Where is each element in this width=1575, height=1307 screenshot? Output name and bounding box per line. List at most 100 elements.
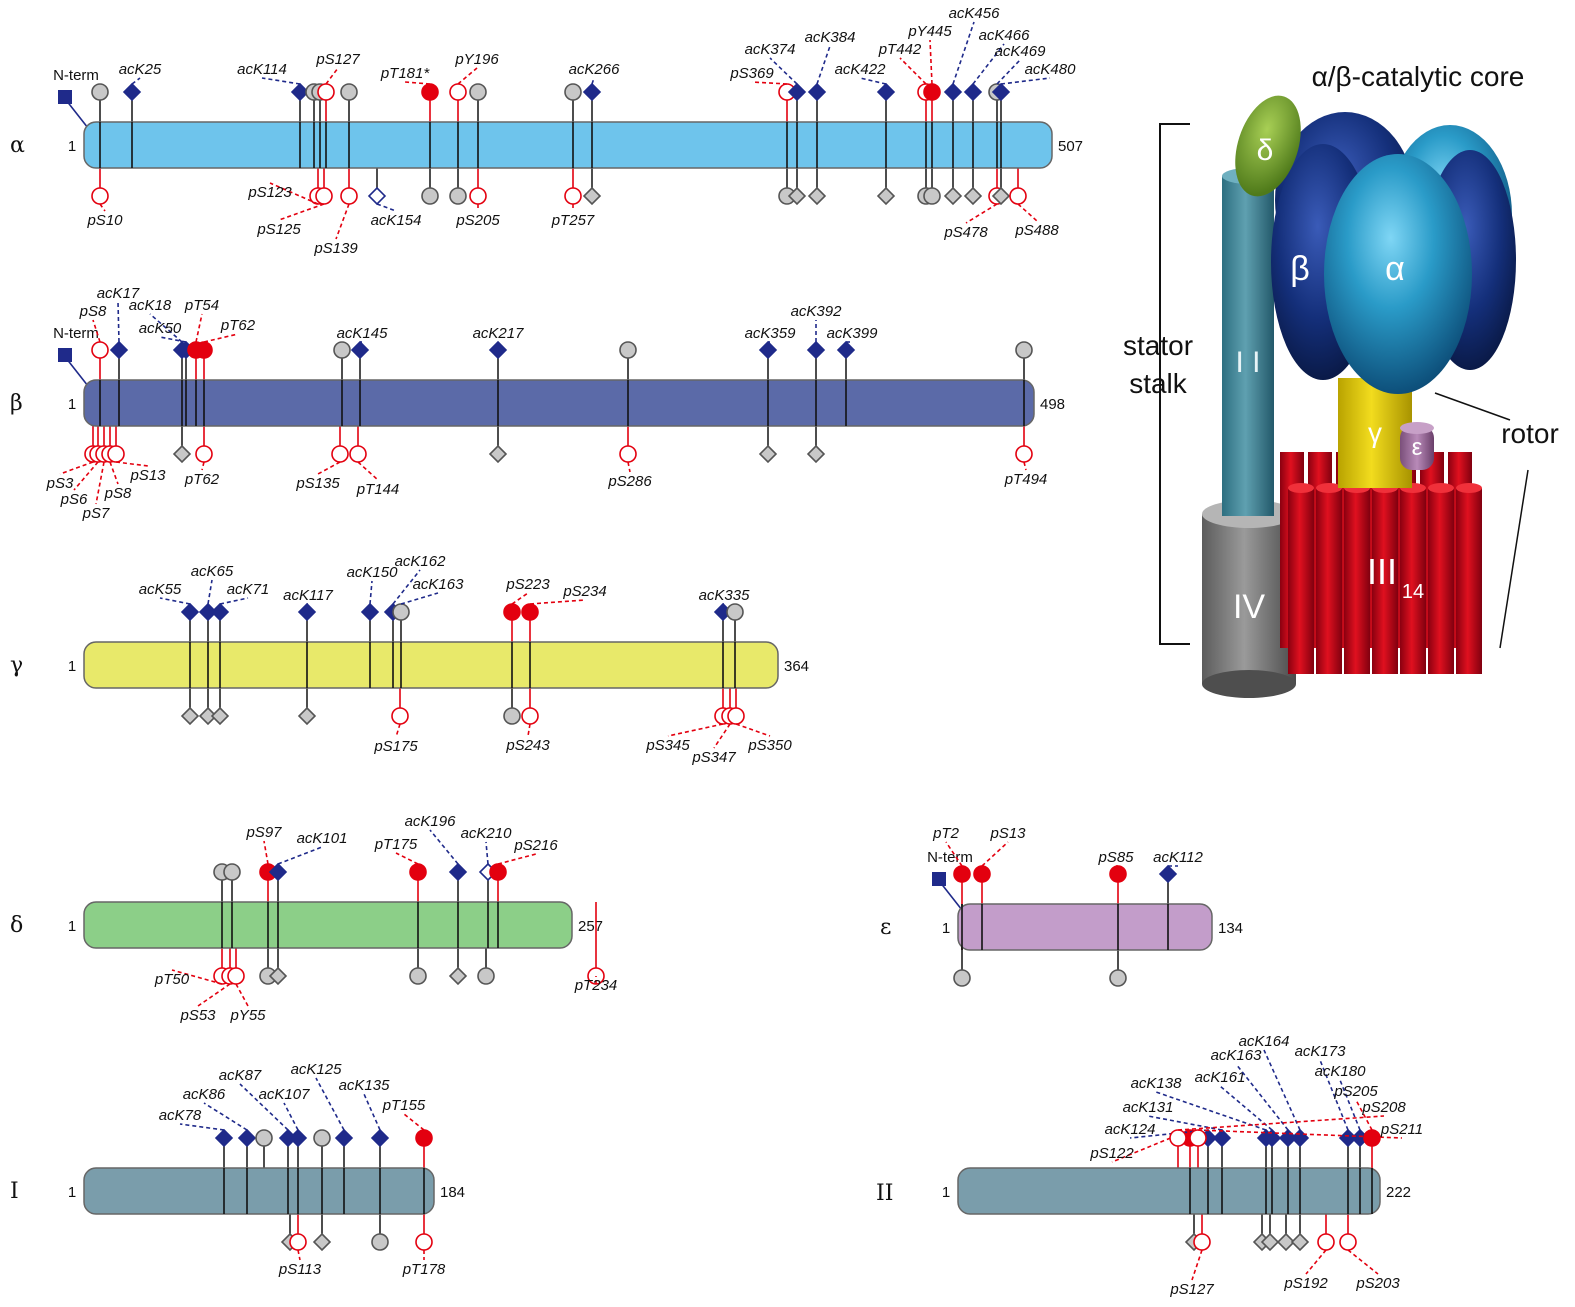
c-subunit-front	[1456, 488, 1482, 674]
ptm-leader	[317, 461, 341, 475]
ptm-label: pS3	[46, 475, 74, 492]
ptm-leader	[627, 461, 631, 473]
ptm-marker-bottom	[289, 1233, 307, 1251]
sequence-bar	[83, 1167, 435, 1215]
ptm-marker-top	[1169, 1129, 1187, 1147]
ptm-leader	[965, 203, 998, 224]
ptm-label: pY196	[454, 51, 499, 68]
ptm-leader	[149, 313, 183, 343]
stalk-label: I I	[1235, 346, 1260, 379]
ptm-marker-top	[449, 83, 467, 101]
c-ring-subscript: 14	[1402, 581, 1424, 603]
ptm-marker-bottom	[210, 706, 230, 726]
ptm-label: pS208	[1361, 1099, 1406, 1116]
ptm-leader	[73, 461, 99, 491]
ptm-label: pS345	[645, 737, 690, 754]
ptm-leader	[751, 81, 788, 85]
n-term-square	[58, 90, 72, 104]
ptm-marker-bottom	[619, 445, 637, 463]
ptm-label: acK163	[413, 576, 465, 593]
ptm-marker-top	[333, 341, 351, 359]
ptm-marker-top	[334, 1128, 354, 1148]
ptm-label: acK86	[183, 1086, 226, 1103]
ptm-label: acK78	[159, 1107, 202, 1124]
ptm-leader	[159, 336, 187, 343]
ptm-marker-top	[360, 602, 380, 622]
stator-label-line1: stator	[1123, 330, 1193, 361]
ptm-leader	[357, 461, 379, 481]
ptm-label: acK374	[745, 41, 796, 58]
ptm-label: pS223	[505, 576, 550, 593]
ptm-label: pS127	[315, 51, 360, 68]
n-term-square	[932, 872, 946, 886]
ptm-label: pS203	[1355, 1275, 1400, 1292]
ptm-marker-bottom	[953, 969, 971, 987]
ptm-marker-top	[807, 82, 827, 102]
ptm-leader	[929, 39, 933, 85]
stator-bracket	[1159, 123, 1190, 645]
ptm-label: acK50	[139, 320, 182, 337]
ptm-marker-top	[180, 602, 200, 622]
ptm-marker-bottom	[448, 966, 468, 986]
ptm-label: pS243	[505, 737, 550, 754]
beta-label: β	[1290, 250, 1310, 288]
ptm-label: pT442	[878, 41, 922, 58]
c-subunit-front	[1400, 488, 1426, 674]
ptm-marker-bottom	[449, 187, 467, 205]
ptm-marker-top	[415, 1129, 433, 1147]
ptm-label: pY445	[907, 23, 952, 40]
ptm-marker-bottom	[521, 707, 539, 725]
ptm-marker-top	[1015, 341, 1033, 359]
ptm-leader	[1147, 1115, 1223, 1131]
ptm-label: pS211	[1380, 1121, 1423, 1138]
ptm-marker-top	[313, 1129, 331, 1147]
ptm-marker-bottom	[415, 1233, 433, 1251]
ptm-marker-top	[1189, 1129, 1207, 1147]
ptm-marker-bottom	[340, 187, 358, 205]
ptm-marker-top	[409, 863, 427, 881]
ptm-leader	[429, 829, 459, 865]
ptm-leader	[278, 203, 325, 221]
sequence-bar	[83, 641, 779, 689]
c-ring-cylinders	[1280, 452, 1482, 674]
ptm-marker-top	[488, 340, 508, 360]
ptm-marker-bottom	[1009, 187, 1027, 205]
ptm-leader	[1219, 1085, 1273, 1131]
ptm-leader	[529, 599, 586, 605]
ptm-marker-bottom	[331, 445, 349, 463]
ptm-label: pS13	[129, 467, 166, 484]
ptm-label: acK18	[129, 297, 172, 314]
ptm-marker-bottom	[488, 444, 508, 464]
ptm-label: acK138	[1131, 1075, 1183, 1092]
ptm-label: pT155	[382, 1097, 426, 1114]
ptm-marker-top	[469, 83, 487, 101]
ptm-marker-bottom	[349, 445, 367, 463]
ptm-leader	[899, 57, 927, 85]
alpha-label: α	[1385, 250, 1405, 288]
ptm-label: pS53	[179, 1007, 216, 1024]
gamma-subunit-cylinder	[1338, 378, 1412, 488]
sequence-start: 1	[68, 138, 76, 155]
ptm-label: acK114	[237, 61, 287, 78]
ptm-label: pS286	[607, 473, 652, 490]
ptm-marker-bottom	[806, 444, 826, 464]
ptm-label: pT62	[220, 317, 256, 334]
ptm-marker-bottom	[195, 445, 213, 463]
ptm-leader	[261, 77, 301, 85]
ptm-marker-top	[963, 82, 983, 102]
subunit-symbol: ε	[880, 915, 891, 940]
sequence-start: 1	[942, 920, 950, 937]
stator-label-line2: stalk	[1129, 368, 1188, 399]
ptm-marker-top	[109, 340, 129, 360]
ptm-marker-bottom	[477, 967, 495, 985]
ptm-label: pS113	[278, 1261, 322, 1278]
sequence-length: 364	[784, 658, 809, 675]
ptm-label: pS347	[691, 749, 736, 766]
ptm-label: acK124	[1105, 1121, 1156, 1138]
ptm-label: pS13	[989, 825, 1026, 842]
ptm-label: acK161	[1195, 1069, 1246, 1086]
subunit-symbol: γ	[10, 653, 23, 678]
ptm-leader	[297, 1249, 301, 1261]
